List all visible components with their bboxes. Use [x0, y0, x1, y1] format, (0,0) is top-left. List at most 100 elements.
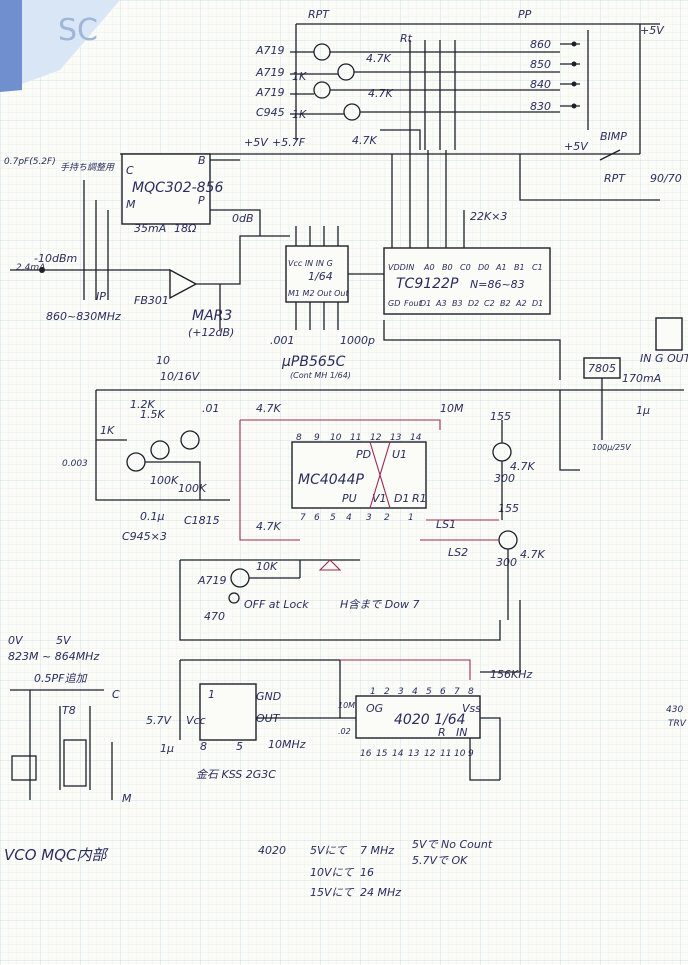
- svg-text:A2: A2: [515, 299, 527, 308]
- osc-module: GND OUT Vcc 8 5 1 10MHz 金石 KSS 2G3C 5.7V…: [146, 659, 471, 781]
- svg-text:5.7V: 5.7V: [146, 714, 172, 727]
- svg-text:A719: A719: [255, 44, 285, 57]
- svg-text:D0: D0: [478, 263, 489, 272]
- svg-text:0dB: 0dB: [232, 212, 254, 225]
- svg-text:B: B: [198, 154, 206, 167]
- mc4044-name: MC4044P: [298, 472, 364, 488]
- mc4044-top-pins: 8 9 10 11 12 13 14: [296, 433, 422, 443]
- svg-text:4020: 4020: [258, 844, 286, 857]
- svg-text:D1: D1: [420, 299, 431, 308]
- svg-text:3: 3: [398, 687, 404, 697]
- svg-text:-10dBm: -10dBm: [34, 252, 77, 265]
- svg-text:8: 8: [296, 433, 302, 443]
- svg-text:8: 8: [200, 740, 207, 753]
- notes: 4020 5Vにて 7 MHz 10Vにて 16 15Vにて 24 MHz 5V…: [258, 838, 493, 899]
- svg-text:A3: A3: [435, 299, 447, 308]
- svg-text:0.5PF追加: 0.5PF追加: [34, 672, 88, 685]
- svg-text:860: 860: [530, 38, 551, 51]
- svg-text:5V: 5V: [56, 634, 72, 647]
- svg-text:430: 430: [666, 705, 683, 715]
- plus5v-top: +5V: [640, 24, 665, 37]
- vco-inset: 0V 5V 823M ~ 864MHz 0.5PF追加 C M T8 VCO M…: [4, 634, 132, 864]
- svg-text:100K: 100K: [178, 482, 207, 495]
- svg-text:4.7K: 4.7K: [366, 52, 391, 65]
- mc4044-bottom-pins: 7 6 5 4 3 2 1: [300, 513, 414, 523]
- svg-text:VDD: VDD: [388, 263, 406, 272]
- svg-text:3: 3: [366, 513, 372, 523]
- svg-text:10M: 10M: [338, 701, 355, 710]
- svg-text:D1: D1: [532, 299, 543, 308]
- svg-text:4.7K: 4.7K: [352, 134, 377, 147]
- svg-text:C: C: [112, 688, 120, 701]
- svg-text:90/70: 90/70: [650, 172, 682, 185]
- left-amp: 1.2K 1.5K 10 10/16V 1K 0.003 100K 100K 0…: [62, 354, 230, 543]
- svg-text:1.2K: 1.2K: [130, 398, 155, 411]
- svg-text:U1: U1: [392, 448, 407, 461]
- svg-text:2.4mA: 2.4mA: [16, 263, 45, 273]
- svg-text:300: 300: [494, 472, 515, 485]
- c945-x3: C945×3: [122, 530, 167, 543]
- svg-text:4.7K: 4.7K: [256, 402, 281, 415]
- svg-text:PU: PU: [342, 492, 357, 505]
- svg-text:9: 9: [468, 749, 474, 759]
- svg-text:1: 1: [208, 688, 215, 701]
- svg-text:手持ち調整用: 手持ち調整用: [60, 162, 115, 173]
- svg-text:LS2: LS2: [448, 546, 468, 559]
- svg-text:5Vにて: 5Vにて: [310, 844, 348, 857]
- svg-text:300: 300: [496, 556, 517, 569]
- svg-text:11: 11: [440, 749, 451, 759]
- svg-text:C1: C1: [532, 263, 543, 272]
- svg-text:1μ: 1μ: [636, 404, 650, 417]
- svg-text:B1: B1: [514, 263, 525, 272]
- svg-text:(Cont MH 1/64): (Cont MH 1/64): [290, 371, 351, 380]
- svg-text:840: 840: [530, 78, 551, 91]
- cd4020-ic: 1 2 3 4 5 6 7 8 OG Vss 4020 1/64 R IN 16…: [338, 600, 532, 781]
- svg-text:C2: C2: [484, 299, 495, 308]
- svg-text:155: 155: [490, 410, 511, 423]
- svg-text:M1 M2 Out Out: M1 M2 Out Out: [288, 289, 349, 298]
- svg-text:35mA: 35mA: [134, 222, 166, 235]
- svg-text:170mA: 170mA: [622, 372, 661, 385]
- svg-text:14: 14: [410, 433, 422, 443]
- cd4020-top-pins: 1 2 3 4 5 6 7 8: [370, 687, 474, 697]
- svg-text:4.7K: 4.7K: [520, 548, 545, 561]
- svg-text:10: 10: [156, 354, 170, 367]
- svg-text:C945: C945: [256, 106, 285, 119]
- tc9122-name: TC9122P: [396, 276, 459, 292]
- svg-text:IP: IP: [96, 290, 106, 303]
- svg-text:R1: R1: [412, 492, 427, 505]
- svg-text:1K: 1K: [100, 424, 115, 437]
- svg-text:7: 7: [300, 513, 306, 523]
- svg-text:2: 2: [384, 687, 390, 697]
- svg-text:5: 5: [426, 687, 432, 697]
- svg-text:18Ω: 18Ω: [174, 222, 197, 235]
- mqc-name: MQC302-856: [132, 180, 223, 196]
- cd4020-out: 156KHz: [490, 668, 532, 681]
- svg-text:Rt: Rt: [400, 32, 413, 45]
- svg-text:7: 7: [454, 687, 460, 697]
- svg-text:470: 470: [204, 610, 225, 623]
- svg-text:(+12dB): (+12dB): [188, 326, 234, 339]
- svg-text:2: 2: [384, 513, 390, 523]
- svg-text:24 MHz: 24 MHz: [360, 886, 401, 899]
- svg-text:R: R: [438, 726, 446, 739]
- svg-text:10/16V: 10/16V: [160, 370, 201, 383]
- svg-text:B2: B2: [500, 299, 511, 308]
- svg-text:4: 4: [412, 687, 418, 697]
- svg-text:8: 8: [468, 687, 474, 697]
- svg-text:H含まで Dow 7: H含まで Dow 7: [340, 598, 419, 611]
- svg-text:A1: A1: [495, 263, 507, 272]
- svg-text:6: 6: [314, 513, 320, 523]
- svg-text:BIMP: BIMP: [600, 130, 627, 143]
- svg-text:5: 5: [330, 513, 336, 523]
- svg-text:OFF at Lock: OFF at Lock: [244, 598, 309, 611]
- svg-text:4.7K: 4.7K: [368, 87, 393, 100]
- svg-text:1: 1: [370, 687, 376, 697]
- svg-text:12: 12: [370, 433, 382, 443]
- svg-text:Vcc IN IN G: Vcc IN IN G: [288, 259, 333, 268]
- svg-text:0.1μ: 0.1μ: [140, 510, 165, 523]
- svg-text:C0: C0: [460, 263, 471, 272]
- svg-text:Vss: Vss: [462, 702, 481, 715]
- svg-text:860~830MHz: 860~830MHz: [46, 310, 121, 323]
